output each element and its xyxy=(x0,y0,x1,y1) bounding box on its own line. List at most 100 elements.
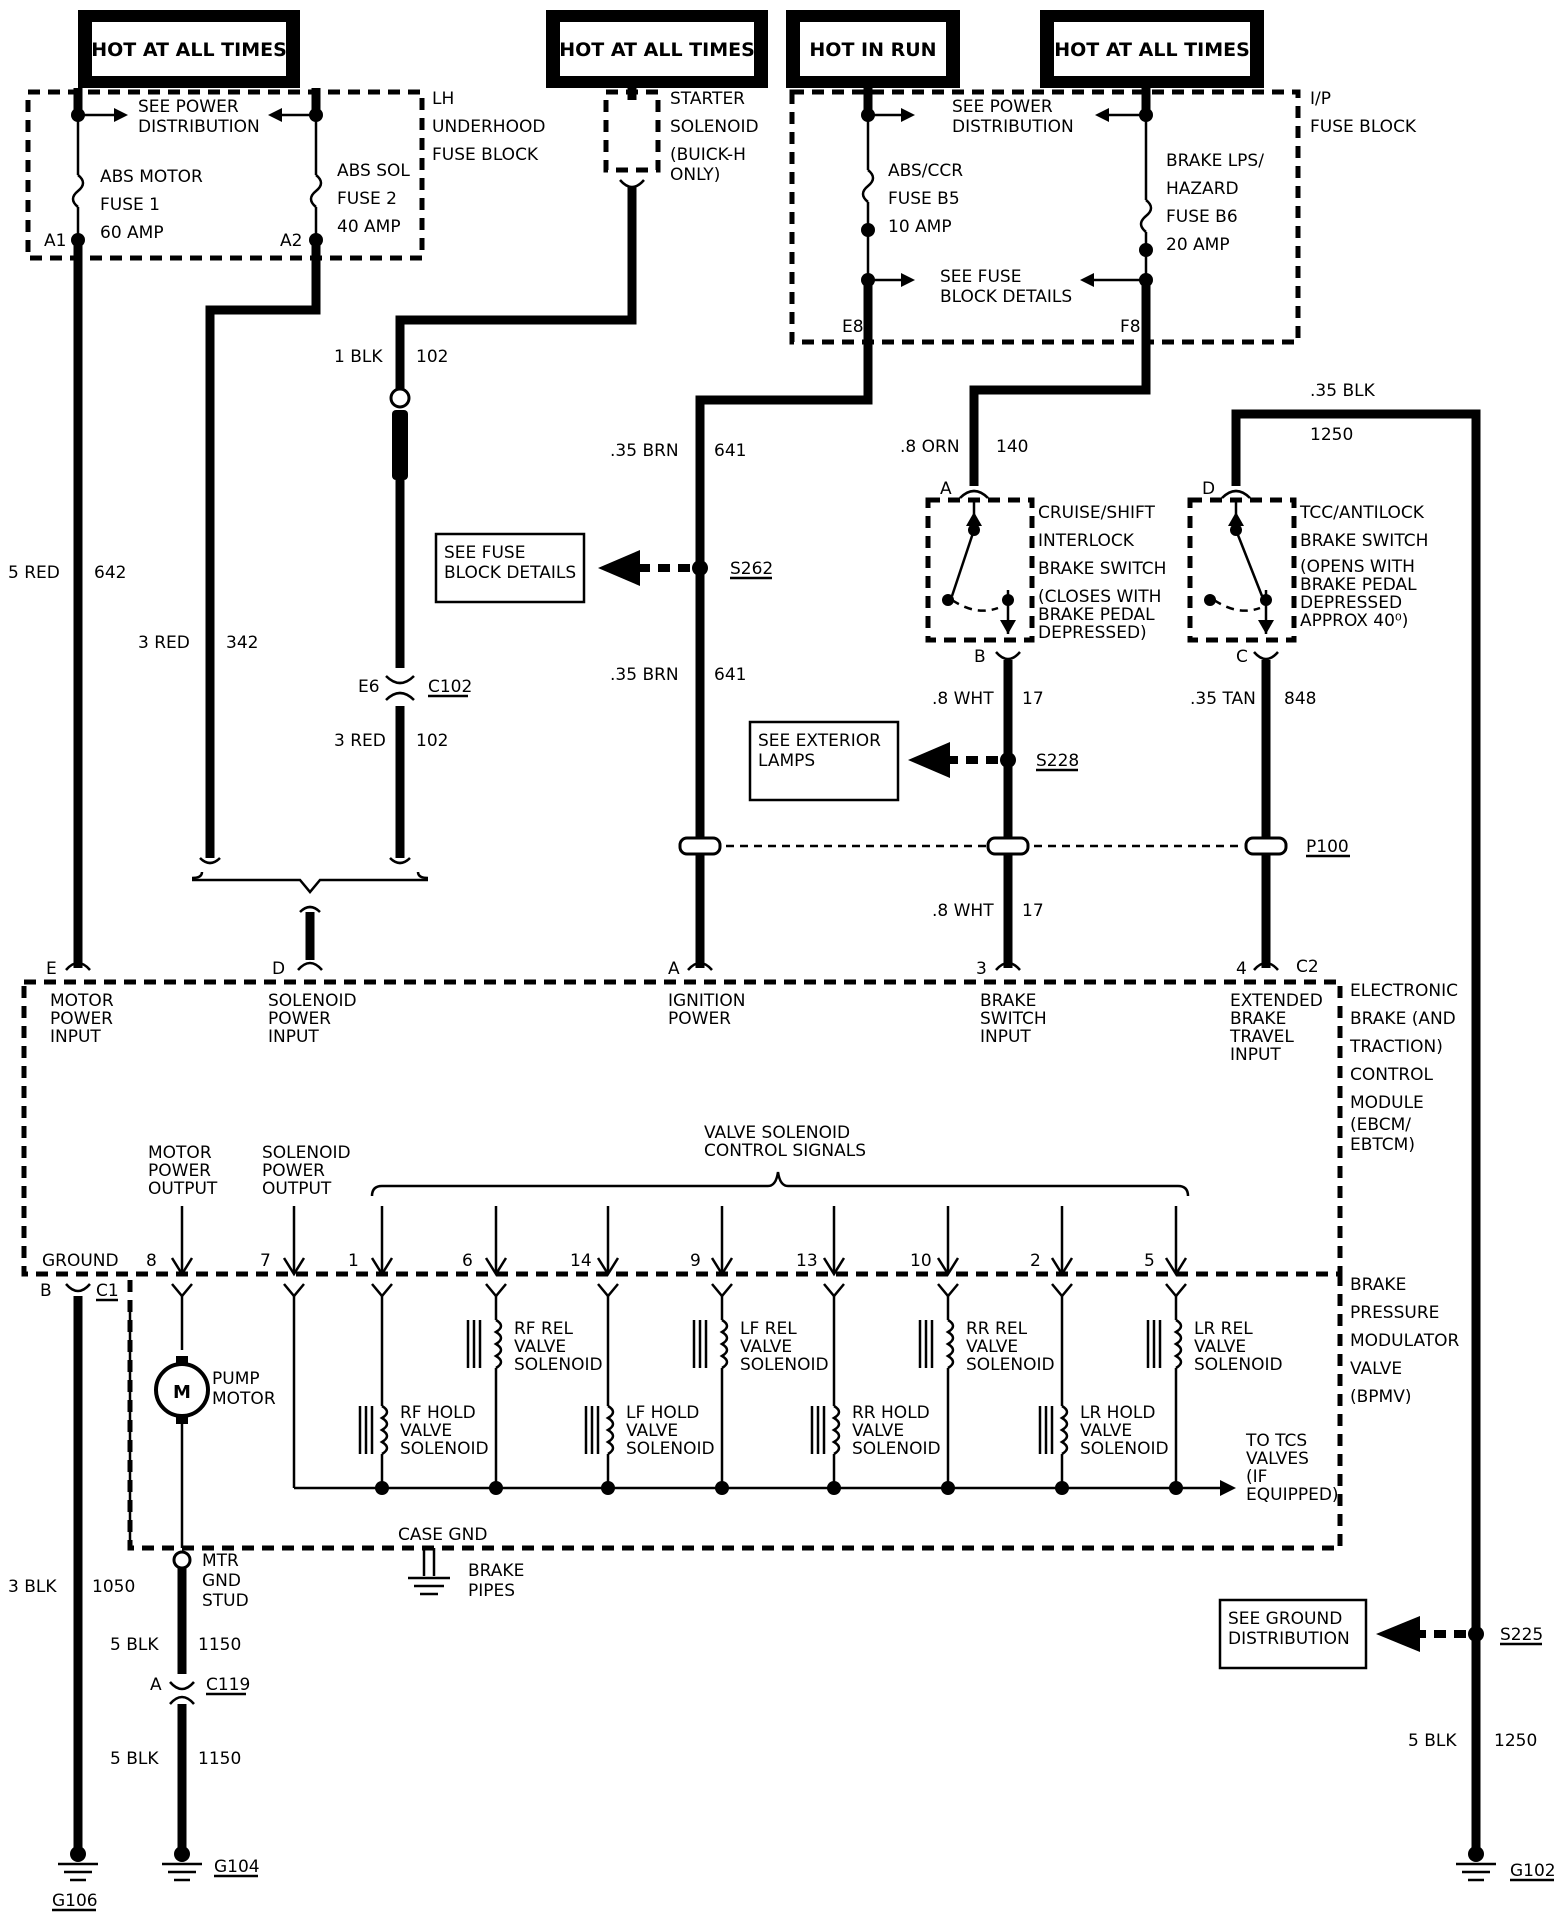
lr-rel-2: VALVE xyxy=(1194,1337,1246,1357)
case-ground-symbol xyxy=(408,1548,450,1596)
in-4-l1: EXTENDED xyxy=(1230,991,1323,1011)
brake-pipes-2: PIPES xyxy=(468,1581,515,1601)
ref-gnd-2: DISTRIBUTION xyxy=(1228,1629,1350,1649)
fuse2-name: ABS SOL xyxy=(337,161,410,181)
ebcm-c2: C2 xyxy=(1296,957,1319,977)
bpmv-t1: BRAKE xyxy=(1350,1275,1406,1295)
w1150b-circuit: 1150 xyxy=(198,1749,241,1769)
hot-label-starter: HOT AT ALL TIMES xyxy=(559,39,755,61)
in-d-l1: SOLENOID xyxy=(268,991,357,1011)
bpmv-t2: PRESSURE xyxy=(1350,1303,1439,1323)
cruise-l4: (CLOSES WITH xyxy=(1038,587,1161,607)
tcs-2: VALVES xyxy=(1246,1449,1309,1469)
w848-gauge: .35 TAN xyxy=(1190,689,1256,709)
hot-box-starter: HOT AT ALL TIMES xyxy=(546,10,768,88)
ip-see-power-2: DISTRIBUTION xyxy=(952,117,1074,137)
w642-gauge: 5 RED xyxy=(8,563,60,583)
w1050-circuit: 1050 xyxy=(92,1577,135,1597)
w342-gauge: 3 RED xyxy=(138,633,190,653)
rr-hold-2: VALVE xyxy=(852,1421,904,1441)
w641b-circuit: 641 xyxy=(714,665,746,685)
lr-rel-3: SOLENOID xyxy=(1194,1355,1283,1375)
vpin-10: 10 xyxy=(910,1251,932,1271)
w641b-gauge: .35 BRN xyxy=(610,665,679,685)
fuse-b6-2: HAZARD xyxy=(1166,179,1239,199)
tcs-4: EQUIPPED) xyxy=(1246,1485,1339,1505)
ip-see-power-1: SEE POWER xyxy=(952,97,1053,117)
ref-fuse-2: BLOCK DETAILS xyxy=(444,563,576,583)
pin-e8: E8 xyxy=(842,317,864,337)
sol-out-3: OUTPUT xyxy=(262,1179,332,1199)
fuse-b5-name: ABS/CCR xyxy=(888,161,963,181)
lf-rel-3: SOLENOID xyxy=(740,1355,829,1375)
ebcm-pin-3: 3 xyxy=(976,959,987,979)
lh-title-2: UNDERHOOD xyxy=(432,117,545,137)
ip-fuse-block: SEE POWER DISTRIBUTION SEE FUSE BLOCK DE… xyxy=(789,88,1417,345)
vpin-13: 13 xyxy=(796,1251,818,1271)
tcs-3: (IF xyxy=(1246,1467,1267,1487)
motor-out-3: OUTPUT xyxy=(148,1179,218,1199)
w1250a-gauge: .35 BLK xyxy=(1310,381,1376,401)
cruise-l6: DEPRESSED) xyxy=(1038,623,1147,643)
tcc-l5: DEPRESSED xyxy=(1300,593,1402,613)
hot-box-run: HOT IN RUN xyxy=(786,10,960,88)
g102-label: G102 xyxy=(1510,1861,1556,1881)
pump-motor-icon: M xyxy=(154,1356,210,1424)
ground-g106: G106 xyxy=(52,1846,98,1912)
rr-hold-3: SOLENOID xyxy=(852,1439,941,1459)
lr-rel-1: LR REL xyxy=(1194,1319,1253,1339)
valve-sig-1: VALVE SOLENOID xyxy=(704,1123,850,1143)
fuse-b6-3: FUSE B6 xyxy=(1166,207,1238,227)
w102b-gauge: 3 RED xyxy=(334,731,386,751)
tcc-l4: BRAKE PEDAL xyxy=(1300,575,1417,595)
lf-rel-2: VALVE xyxy=(740,1337,792,1357)
ref-ext-1: SEE EXTERIOR xyxy=(758,731,881,751)
starter-2: SOLENOID xyxy=(670,117,759,137)
in-3-l1: BRAKE xyxy=(980,991,1036,1011)
hot-label-ip: HOT AT ALL TIMES xyxy=(1054,39,1250,61)
w102a-gauge: 1 BLK xyxy=(334,347,383,367)
tcc-pin-d: D xyxy=(1202,479,1215,499)
lh-see-power-1: SEE POWER xyxy=(138,97,239,117)
ebcm-t4: CONTROL xyxy=(1350,1065,1434,1085)
wire-102: 1 BLK 102 E6 C102 3 RED 102 xyxy=(334,280,637,865)
w1050-gauge: 3 BLK xyxy=(8,1577,57,1597)
vpin-14: 14 xyxy=(570,1251,592,1271)
hot-label-lh: HOT AT ALL TIMES xyxy=(91,39,287,61)
g104-label: G104 xyxy=(214,1857,260,1877)
w1150b-gauge: 5 BLK xyxy=(110,1749,159,1769)
s228-label: S228 xyxy=(1036,751,1079,771)
sol-out-2: POWER xyxy=(262,1161,325,1181)
in-a-l1: IGNITION xyxy=(668,991,745,1011)
mtr-gnd-2: GND xyxy=(202,1571,241,1591)
lr-hold-2: VALVE xyxy=(1080,1421,1132,1441)
w1250b-circuit: 1250 xyxy=(1494,1731,1537,1751)
in-d-l2: POWER xyxy=(268,1009,331,1029)
mtr-gnd-3: STUD xyxy=(202,1591,249,1611)
gnd-pin-b: B xyxy=(40,1281,52,1301)
rr-rel-2: VALVE xyxy=(966,1337,1018,1357)
w641a-circuit: 641 xyxy=(714,441,746,461)
s225-label: S225 xyxy=(1500,1625,1543,1645)
ebcm-t7: EBTCM) xyxy=(1350,1135,1415,1155)
hot-box-ip: HOT AT ALL TIMES xyxy=(1040,10,1264,88)
solenoid-power-junction xyxy=(191,871,429,960)
wire-642: 5 RED 642 xyxy=(8,240,126,968)
ref-ground-distribution: SEE GROUND DISTRIBUTION xyxy=(1218,1598,1368,1670)
case-gnd: CASE GND xyxy=(398,1525,487,1545)
c1-label: C1 xyxy=(96,1281,119,1301)
tcc-l2: BRAKE SWITCH xyxy=(1300,531,1428,551)
ebcm-pin-4: 4 xyxy=(1236,959,1247,979)
cruise-l5: BRAKE PEDAL xyxy=(1038,605,1155,625)
cruise-shift-switch: A CRUISE/SHIFT INTERLOCK BRAKE SWITCH (C… xyxy=(925,479,1166,667)
ip-see-fuse-2: BLOCK DETAILS xyxy=(940,287,1072,307)
fuse1-amp: 60 AMP xyxy=(100,223,164,243)
s262-label: S262 xyxy=(730,559,773,579)
tcc-l1: TCC/ANTILOCK xyxy=(1299,503,1425,523)
in-4-l4: INPUT xyxy=(1230,1045,1281,1065)
lf-rel-1: LF REL xyxy=(740,1319,797,1339)
in-3-l3: INPUT xyxy=(980,1027,1031,1047)
rf-hold-1: RF HOLD xyxy=(400,1403,476,1423)
ref-fuse-1: SEE FUSE xyxy=(444,543,525,563)
ebcm-t1: ELECTRONIC xyxy=(1350,981,1458,1001)
